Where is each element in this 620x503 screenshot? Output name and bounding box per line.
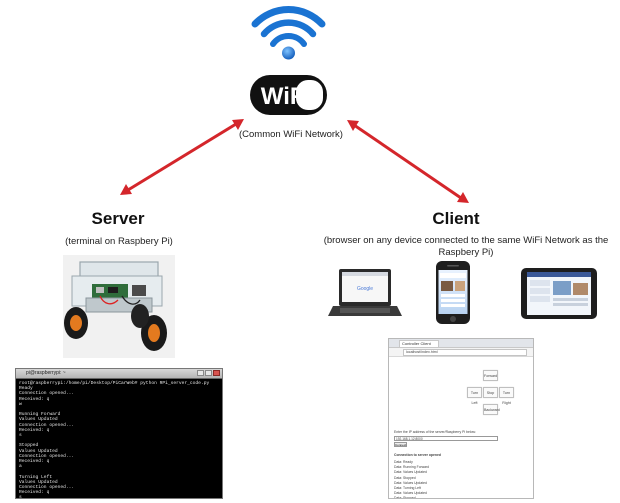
stop-button[interactable]: Stop bbox=[483, 387, 498, 398]
turn-left-button[interactable]: Turn Left bbox=[467, 387, 482, 405]
server-address-label: Enter the IP address of the server/Raspb… bbox=[394, 430, 476, 434]
terminal-line: Stopped bbox=[19, 443, 39, 449]
terminal-line: Connection opened... bbox=[19, 485, 75, 491]
terminal-line: Values Updated bbox=[19, 448, 58, 454]
browser-url-field[interactable]: localhost/index.html bbox=[403, 349, 527, 356]
terminal-line: root@raspberrypi:/home/pi/Desktop/PiCarW… bbox=[19, 381, 210, 386]
terminal-line: Turning Left bbox=[19, 474, 53, 480]
log-line: Data: Ready bbox=[394, 460, 413, 464]
terminal-line: Received: q bbox=[19, 459, 50, 465]
turn-right-button[interactable]: Turn Right bbox=[499, 387, 514, 405]
client-browser-window: Controller Client localhost/index.html F… bbox=[388, 338, 534, 499]
terminal-line: Ready bbox=[19, 386, 33, 392]
log-line: Data: Values Updated bbox=[394, 470, 427, 475]
log-line: Data: Turning Left bbox=[394, 486, 421, 490]
terminal-line: Connection opened... bbox=[19, 453, 75, 459]
terminal-line: Connection opened... bbox=[19, 422, 75, 428]
terminal-line: Values Updated bbox=[19, 479, 58, 485]
server-subtitle: (terminal on Raspbery Pi) bbox=[65, 236, 173, 247]
browser-tab-strip: Controller Client bbox=[389, 339, 533, 348]
robot-car-image bbox=[63, 255, 175, 358]
log-line: Data: Stopped bbox=[394, 496, 416, 499]
wifi-logo-icon: WiFi bbox=[250, 75, 327, 115]
client-subtitle: (browser on any device connected to the … bbox=[323, 235, 609, 258]
terminal-line: s bbox=[19, 495, 22, 499]
log-line: Data: Values Updated bbox=[394, 491, 427, 496]
server-terminal-window: pi@raspberrypi: ~ root@raspberrypi:/home… bbox=[15, 368, 223, 499]
minimize-icon[interactable] bbox=[197, 370, 204, 376]
server-address-input[interactable]: 192.168.1.12:8000 bbox=[394, 436, 498, 441]
close-icon[interactable] bbox=[213, 370, 220, 376]
log-title: Connection to server opened bbox=[394, 453, 441, 457]
terminal-title-bar: pi@raspberrypi: ~ bbox=[16, 369, 222, 379]
wifi-logo-text: WiFi bbox=[261, 83, 311, 110]
wifi-signal-icon bbox=[251, 6, 326, 60]
terminal-line: Received: q bbox=[19, 490, 50, 496]
phone-image bbox=[436, 261, 470, 324]
terminal-output: root@raspberrypi:/home/pi/Desktop/PiCarW… bbox=[16, 379, 222, 499]
laptop-image: Google bbox=[328, 269, 402, 316]
terminal-title: pi@raspberrypi: ~ bbox=[26, 370, 66, 376]
log-line: Data: Values Updated bbox=[394, 480, 427, 485]
terminal-line: w bbox=[19, 401, 22, 407]
log-line: Data: Running Forward bbox=[394, 465, 430, 470]
client-heading: Client bbox=[432, 209, 480, 228]
terminal-line: a bbox=[19, 464, 22, 470]
terminal-line: Received: q bbox=[19, 427, 50, 433]
maximize-icon[interactable] bbox=[205, 370, 212, 376]
log-line: Data: Stopped bbox=[394, 475, 416, 480]
client-link-arrow bbox=[347, 120, 469, 203]
server-heading: Server bbox=[91, 209, 145, 228]
backward-button[interactable]: Backward bbox=[483, 404, 500, 415]
svg-text:Google: Google bbox=[357, 286, 373, 292]
terminal-line: s bbox=[19, 433, 22, 439]
network-caption: (Common WiFi Network) bbox=[239, 129, 343, 140]
terminal-line: Values Updated bbox=[19, 417, 58, 423]
server-link-arrow bbox=[120, 119, 244, 195]
terminal-line: Running Forward bbox=[19, 412, 61, 418]
browser-address-bar: localhost/index.html bbox=[389, 348, 533, 357]
connect-button[interactable]: Connect bbox=[394, 442, 407, 447]
terminal-line: Received: q bbox=[19, 396, 50, 402]
forward-button[interactable]: Forward bbox=[483, 370, 498, 381]
browser-tab[interactable]: Controller Client bbox=[399, 340, 439, 347]
tablet-image bbox=[521, 268, 597, 319]
terminal-line: Connection opened... bbox=[19, 391, 75, 397]
